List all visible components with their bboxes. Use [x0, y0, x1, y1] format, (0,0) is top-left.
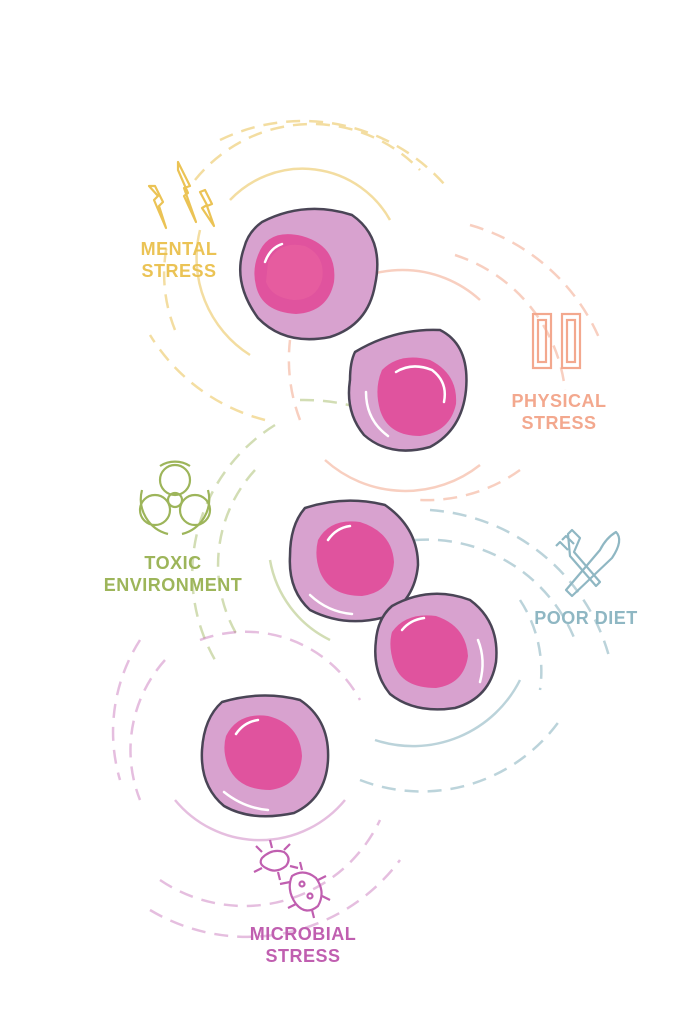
- label-toxic-environment: TOXIC ENVIRONMENT: [88, 552, 258, 596]
- label-microbial-line1: MICROBIAL: [249, 924, 357, 944]
- battery-bars-icon: [531, 312, 582, 370]
- cell-4: [374, 592, 498, 711]
- label-physical-stress: PHYSICAL STRESS: [497, 390, 621, 434]
- rings-microbial: [111, 630, 402, 939]
- bacteria-icon: [253, 839, 331, 919]
- label-microbial-stress: MICROBIAL STRESS: [236, 923, 370, 967]
- label-mental-line2: STRESS: [141, 261, 217, 281]
- label-microbial-line2: STRESS: [265, 946, 341, 966]
- label-physical-line1: PHYSICAL: [511, 391, 607, 411]
- label-mental-stress: MENTAL STRESS: [118, 238, 240, 282]
- cell-1: [238, 207, 379, 341]
- rings-diet: [359, 508, 612, 793]
- label-mental-line1: MENTAL: [140, 239, 218, 259]
- fork-knife-icon: [555, 528, 621, 598]
- label-poor-diet: POOR DIET: [520, 607, 652, 629]
- rings-mental: [148, 119, 446, 422]
- biohazard-icon: [138, 460, 212, 536]
- cell-5: [200, 694, 330, 818]
- cell-3: [288, 499, 420, 623]
- cell-2: [347, 328, 468, 452]
- label-toxic-line1: TOXIC: [144, 553, 202, 573]
- label-diet-line1: POOR DIET: [534, 608, 638, 628]
- label-toxic-line2: ENVIRONMENT: [103, 575, 243, 595]
- lightning-bolts-icon: [147, 160, 216, 230]
- label-physical-line2: STRESS: [521, 413, 597, 433]
